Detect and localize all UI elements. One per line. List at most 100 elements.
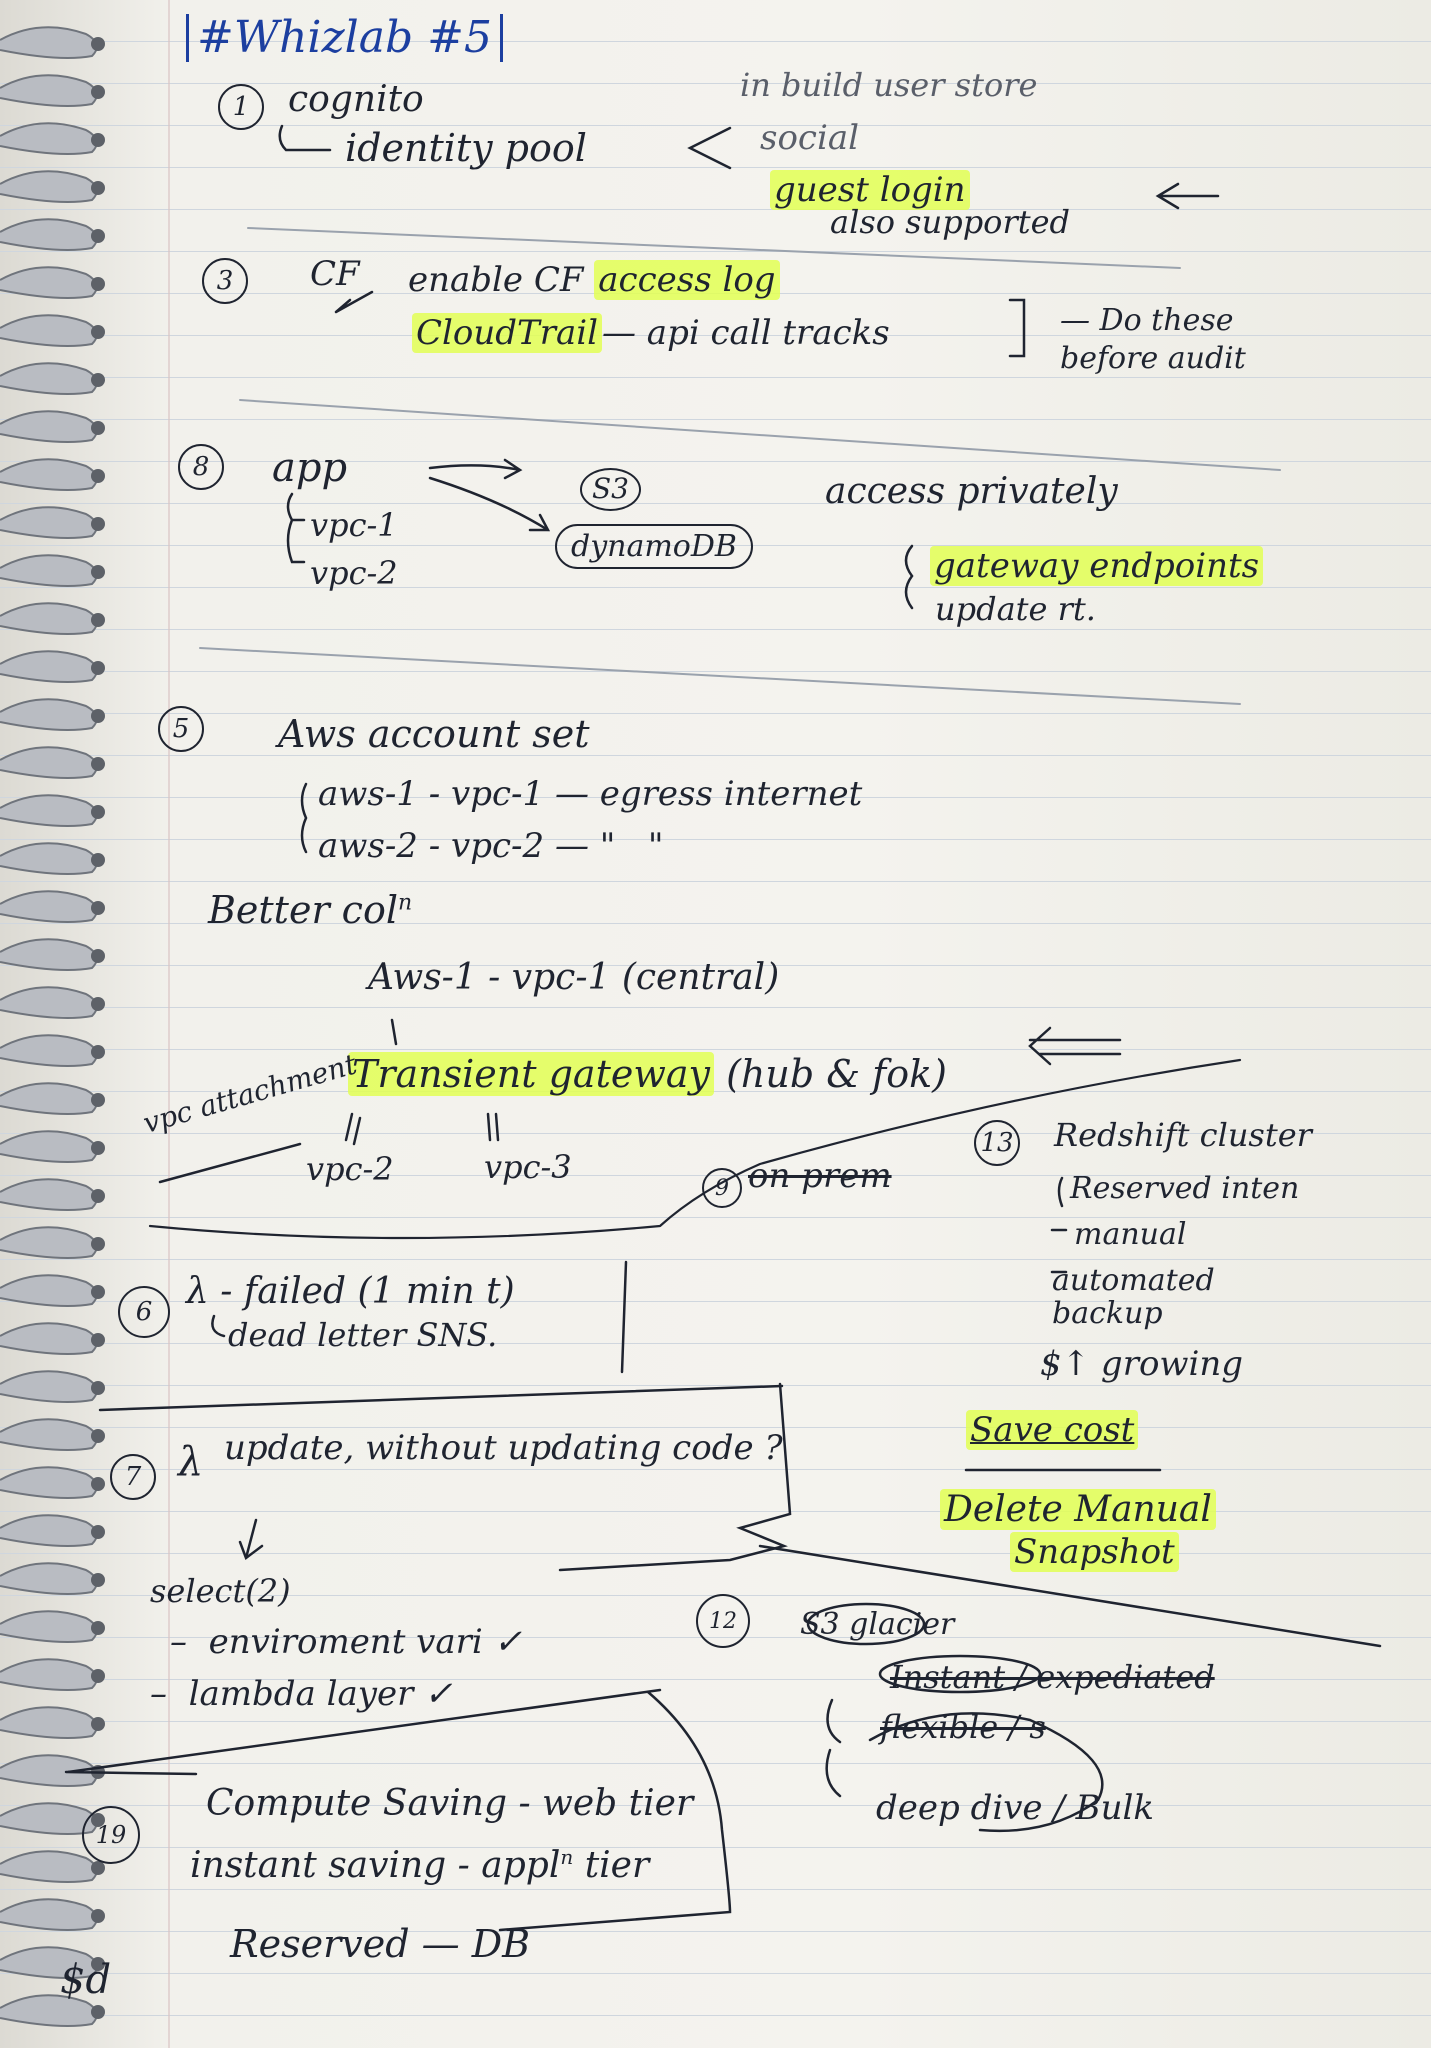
spiral-ring [0,554,98,587]
spiral-ring [0,1610,98,1643]
punch-hole [91,469,105,483]
spiral-ring [0,1658,98,1691]
q1-option-1: in build user store [740,66,1038,104]
q6-line2: dead letter SNS. [228,1316,498,1354]
question-number-8: 8 [178,444,224,490]
spiral-ring [0,890,98,923]
q1-sub: identity pool [345,126,587,170]
spiral-ring [0,74,98,107]
question-number-9: 9 [702,1168,742,1208]
spiral-ring [0,1178,98,1211]
punch-hole [91,133,105,147]
punch-hole [91,421,105,435]
spiral-ring [0,506,98,539]
q13-item-3: automated backup [1052,1263,1215,1331]
q6-line1: λ - failed (1 min t) [186,1271,515,1312]
spiral-ring [0,1850,98,1883]
spiral-binding [0,26,105,2027]
spiral-ring [0,122,98,155]
question-number-3: 3 [202,258,248,304]
punch-hole [91,517,105,531]
spiral-ring [0,1034,98,1067]
q13-snapshot: Snapshot [1010,1532,1179,1572]
punch-hole [91,1477,105,1491]
q13-item-1: Reserved inten [1070,1171,1300,1206]
q5-central: Aws-1 - vpc-1 (central) [368,957,780,998]
q19-line-3: Reserved — DB [230,1922,531,1966]
q1-topic: cognito [288,79,424,120]
punch-hole [91,1141,105,1155]
q19-margin-note: $d [60,1957,112,2003]
spiral-ring [0,458,98,491]
spiral-ring [0,410,98,443]
q5-vpc-2: vpc-2 [306,1150,394,1188]
punch-hole [91,1717,105,1731]
spiral-ring [0,1418,98,1451]
spiral-ring [0,218,98,251]
spiral-ring [0,986,98,1019]
punch-hole [91,1909,105,1923]
q8-target-dynamodb: dynamoDB [555,524,753,569]
punch-hole [91,805,105,819]
punch-hole [91,1525,105,1539]
punch-hole [91,85,105,99]
q8-access: access privately [825,471,1118,512]
spiral-ring [0,26,98,59]
punch-hole [91,1285,105,1299]
punch-hole [91,1093,105,1107]
punch-hole [91,1573,105,1587]
punch-hole [91,613,105,627]
q3-line2: CloudTrail— api call tracks [412,313,890,353]
q7-question: update, without updating code ? [224,1428,783,1468]
q3-note: — Do these before audit [1060,303,1246,376]
spiral-ring [0,1514,98,1547]
q9-struck-text: on prem [748,1156,892,1196]
page-title: #Whizlab #5 [186,13,504,63]
punch-hole [91,181,105,195]
q1-option-4: also supported [830,203,1071,241]
q12-title: S3 glacier [800,1607,955,1642]
spiral-ring [0,170,98,203]
q3-topic: CF [310,254,360,294]
q5-vpc-3: vpc-3 [484,1148,572,1186]
punch-hole [91,1957,105,1971]
q8-rt: update rt. [935,590,1096,628]
q5-transit-gateway: Transient gateway (hub & fok) [348,1052,947,1096]
question-number-1: 1 [218,84,264,130]
spiral-ring [0,842,98,875]
q8-target-s3: S3 [580,468,641,511]
spiral-ring [0,314,98,347]
q1-option-2: social [760,118,859,158]
punch-hole [91,37,105,51]
question-number-19: 19 [82,1806,140,1864]
spiral-ring [0,1706,98,1739]
punch-hole [91,229,105,243]
question-number-13: 13 [974,1120,1020,1166]
spiral-ring [0,1322,98,1355]
margin-line [168,0,170,2048]
q7-option-2: – lambda layer ✓ [150,1674,453,1714]
q12-line-1: Instant / expediated [890,1658,1215,1696]
q13-growing: $↑ growing [1040,1344,1244,1384]
spiral-ring [0,794,98,827]
punch-hole [91,997,105,1011]
q7-lambda: λ [178,1439,204,1485]
punch-hole [91,1381,105,1395]
spiral-ring [0,1898,98,1931]
punch-hole [91,373,105,387]
punch-hole [91,1333,105,1347]
punch-hole [91,1237,105,1251]
spiral-ring [0,746,98,779]
q13-save-cost: Save cost [966,1410,1139,1450]
question-number-5: 5 [158,706,204,752]
spiral-ring [0,938,98,971]
q12-line-3: deep dive / Bulk [876,1788,1154,1828]
q12-line-2: flexible / s [880,1708,1046,1746]
punch-hole [91,565,105,579]
q19-line-2: instant saving - appln tier [190,1845,650,1886]
spiral-ring [0,1466,98,1499]
punch-hole [91,2005,105,2019]
punch-hole [91,1189,105,1203]
question-number-6: 6 [118,1286,170,1338]
